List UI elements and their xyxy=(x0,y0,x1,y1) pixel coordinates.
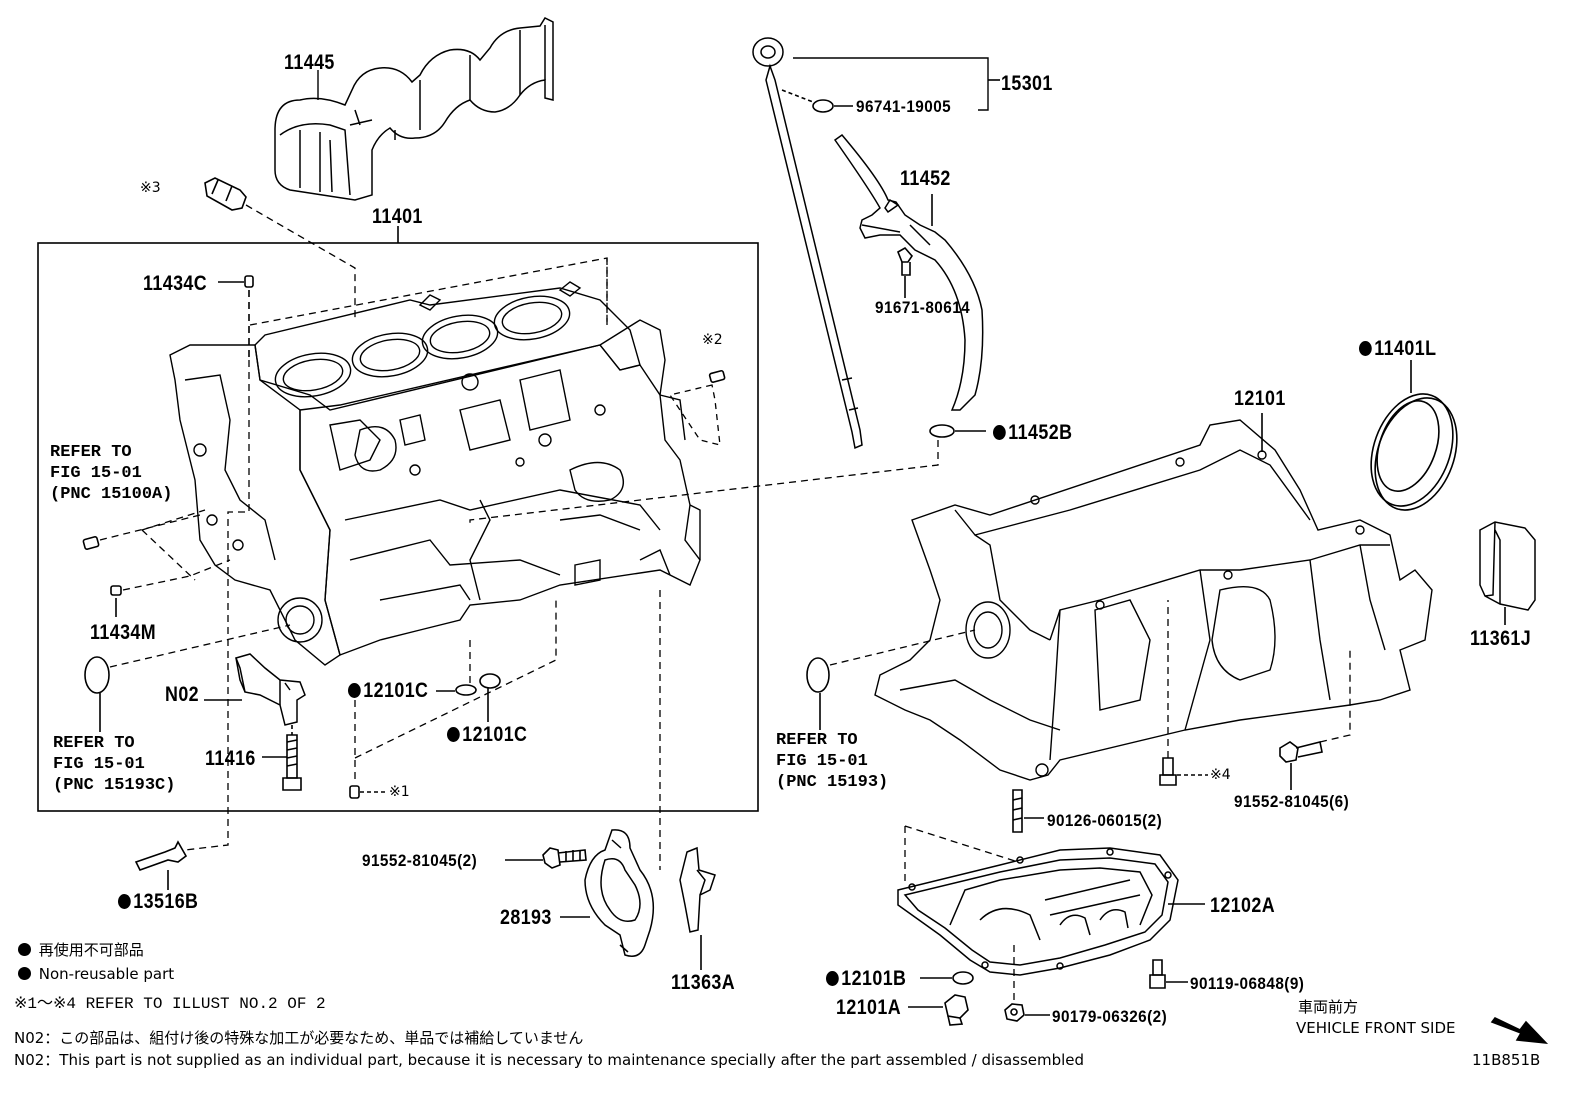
part-m3-sensor[interactable] xyxy=(204,177,247,211)
part-28193-gasket[interactable] xyxy=(584,829,655,957)
part-13516B-sensor[interactable] xyxy=(134,840,188,871)
part-12101-oil-pan-upper[interactable] xyxy=(874,419,1433,781)
legend-dot-jp xyxy=(18,943,31,956)
label-12101C-a-text: 12101C xyxy=(363,679,429,702)
label-11452B-text: 11452B xyxy=(1008,421,1073,444)
label-11445[interactable]: 11445 xyxy=(284,51,335,74)
label-28193[interactable]: 28193 xyxy=(500,906,552,929)
legend-dot-en xyxy=(18,967,31,980)
refer-fig-15193C[interactable]: REFER TO FIG 15-01 (PNC 15193C) xyxy=(53,734,176,795)
part-90126-stud[interactable] xyxy=(1012,789,1023,833)
label-11434M[interactable]: 11434M xyxy=(90,621,157,644)
part-11401L-oil-seal[interactable] xyxy=(1356,383,1471,522)
label-11401L-text: 11401L xyxy=(1374,337,1437,360)
non-reusable-dot xyxy=(348,683,361,698)
label-12101B[interactable]: 12101B xyxy=(826,968,906,989)
label-90119-06848[interactable]: 90119-06848(9) xyxy=(1190,974,1305,993)
label-11416[interactable]: 11416 xyxy=(205,747,256,770)
part-12101A-drain-plug[interactable] xyxy=(944,994,969,1026)
part-m1-pin[interactable] xyxy=(349,785,360,799)
label-91552-81045-2[interactable]: 91552-81045(2) xyxy=(362,851,478,870)
part-11434M-pin[interactable] xyxy=(110,585,122,596)
label-11452B[interactable]: 11452B xyxy=(993,422,1072,443)
label-12101C-b-text: 12101C xyxy=(462,723,528,746)
label-91671-80614[interactable]: 91671-80614 xyxy=(875,298,971,317)
part-m2-pin[interactable] xyxy=(708,369,726,383)
part-11452B-oring[interactable] xyxy=(929,424,955,438)
legend-jp-text: 再使用不可部品 xyxy=(38,941,144,959)
legend-en-text: Non-reusable part xyxy=(38,965,175,983)
legend-jp: 再使用不可部品 xyxy=(18,943,144,958)
part-11452-guide[interactable] xyxy=(833,133,984,411)
label-12101C-b[interactable]: 12101C xyxy=(447,724,527,745)
label-12101[interactable]: 12101 xyxy=(1234,387,1286,410)
part-91552-bolt-2[interactable] xyxy=(542,847,587,869)
part-11416-bolt[interactable] xyxy=(282,734,302,791)
part-ref-pin-left[interactable] xyxy=(82,536,100,550)
label-m3: ※3 xyxy=(140,180,161,196)
label-12101A[interactable]: 12101A xyxy=(836,996,902,1019)
label-11434C[interactable]: 11434C xyxy=(143,272,208,295)
refer-fig-15193[interactable]: REFER TO FIG 15-01 (PNC 15193) xyxy=(776,731,889,792)
label-11452[interactable]: 11452 xyxy=(900,167,951,190)
part-96741-oring[interactable] xyxy=(812,99,834,113)
part-91671-bolt[interactable] xyxy=(896,246,914,276)
part-11361J-cover[interactable] xyxy=(1479,521,1536,611)
non-reusable-dot xyxy=(447,727,460,742)
part-12101C-ring-a[interactable] xyxy=(455,684,477,696)
part-m4-bolt[interactable] xyxy=(1159,757,1177,786)
non-reusable-dot xyxy=(993,425,1006,440)
label-15301[interactable]: 15301 xyxy=(1001,72,1053,95)
note-n02-jp: N02：この部品は、組付け後の特殊な加工が必要なため、単品では補給していません xyxy=(14,1029,584,1047)
part-11401-cylinder-block[interactable] xyxy=(169,281,701,666)
non-reusable-dot xyxy=(1359,341,1372,356)
part-90119-bolt[interactable] xyxy=(1149,959,1166,989)
legend-refer-illust: ※1～※4 REFER TO ILLUST NO.2 OF 2 xyxy=(14,995,326,1013)
vehicle-front-arrow xyxy=(1490,1016,1549,1045)
block-group-frame xyxy=(37,242,759,812)
label-11401L[interactable]: 11401L xyxy=(1359,338,1436,359)
part-15301-dipstick[interactable] xyxy=(752,37,863,450)
legend-en: Non-reusable part xyxy=(18,967,174,982)
part-11363A-bracket[interactable] xyxy=(679,846,716,933)
label-12101C-a[interactable]: 12101C xyxy=(348,680,428,701)
label-11401[interactable]: 11401 xyxy=(372,205,423,228)
label-12101B-text: 12101B xyxy=(841,967,907,990)
non-reusable-dot xyxy=(118,894,131,909)
part-12101B-gasket[interactable] xyxy=(952,971,974,985)
label-90179-06326[interactable]: 90179-06326(2) xyxy=(1052,1007,1168,1026)
label-11363A[interactable]: 11363A xyxy=(671,971,736,994)
label-m4: ※4 xyxy=(1210,767,1231,783)
part-11445-insulator[interactable] xyxy=(274,17,554,201)
non-reusable-dot xyxy=(826,971,839,986)
label-13516B-text: 13516B xyxy=(133,890,199,913)
refer-fig-15100A[interactable]: REFER TO FIG 15-01 (PNC 15100A) xyxy=(50,443,173,504)
part-12101C-ring-b[interactable] xyxy=(479,673,501,689)
front-label-en: VEHICLE FRONT SIDE xyxy=(1296,1019,1456,1037)
label-m2: ※2 xyxy=(702,332,723,348)
part-11434C-pin[interactable] xyxy=(244,275,254,288)
part-ref-oring-right[interactable] xyxy=(806,657,830,693)
label-11361J[interactable]: 11361J xyxy=(1470,627,1532,650)
label-12102A[interactable]: 12102A xyxy=(1210,894,1276,917)
illustration-id: 11B851B xyxy=(1472,1051,1541,1069)
part-N02-bearing-cap[interactable] xyxy=(234,653,306,726)
front-label-jp: 車両前方 xyxy=(1298,998,1359,1016)
part-12102A-oil-pan-lower[interactable] xyxy=(897,847,1179,976)
label-90126-06015[interactable]: 90126-06015(2) xyxy=(1047,811,1163,830)
label-13516B[interactable]: 13516B xyxy=(118,891,198,912)
label-N02[interactable]: N02 xyxy=(165,683,200,706)
note-n02-en: N02：This part is not supplied as an indi… xyxy=(14,1051,1085,1069)
label-m1: ※1 xyxy=(389,784,410,800)
part-90179-nut[interactable] xyxy=(1004,1003,1025,1022)
part-91552-bolt-6[interactable] xyxy=(1279,741,1323,763)
label-91552-81045-6[interactable]: 91552-81045(6) xyxy=(1234,792,1350,811)
label-96741-19005[interactable]: 96741-19005 xyxy=(856,97,952,116)
part-ref-oring-left[interactable] xyxy=(84,656,110,694)
